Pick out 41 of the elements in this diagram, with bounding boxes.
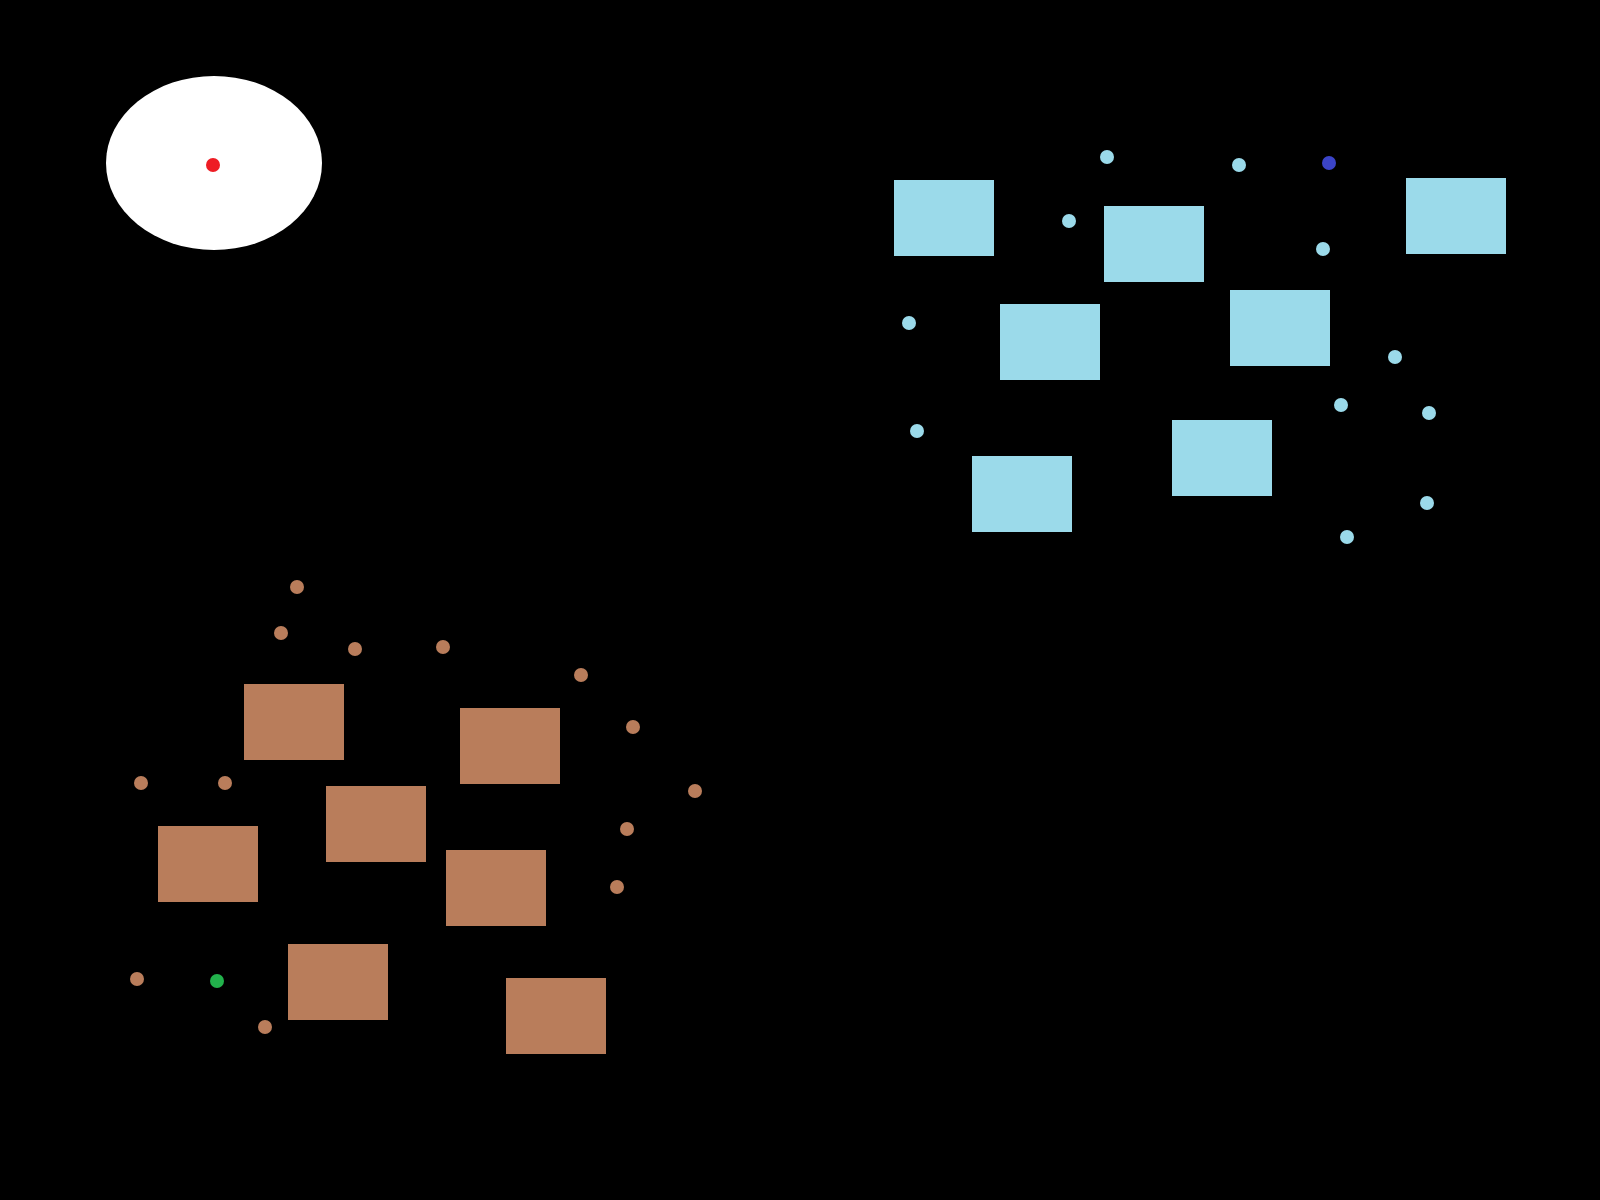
rectangle-block xyxy=(446,850,546,926)
dot-marker xyxy=(1340,530,1354,544)
dot-marker xyxy=(1388,350,1402,364)
dot-marker xyxy=(610,880,624,894)
dot-marker xyxy=(436,640,450,654)
dot-marker xyxy=(134,776,148,790)
rectangle-block xyxy=(460,708,560,784)
rectangle-block xyxy=(1406,178,1506,254)
rectangle-block xyxy=(288,944,388,1020)
dot-marker xyxy=(210,974,224,988)
dot-marker xyxy=(1100,150,1114,164)
dot-marker xyxy=(620,822,634,836)
rectangle-block xyxy=(506,978,606,1054)
dot-marker xyxy=(206,158,220,172)
rectangle-block xyxy=(1230,290,1330,366)
dot-marker xyxy=(130,972,144,986)
dot-marker xyxy=(1062,214,1076,228)
rectangle-block xyxy=(894,180,994,256)
rectangle-block xyxy=(158,826,258,902)
rectangle-block xyxy=(972,456,1072,532)
dot-marker xyxy=(1322,156,1336,170)
rectangle-block xyxy=(326,786,426,862)
dot-marker xyxy=(1316,242,1330,256)
dot-marker xyxy=(1422,406,1436,420)
dot-marker xyxy=(348,642,362,656)
dot-marker xyxy=(1420,496,1434,510)
dot-marker xyxy=(688,784,702,798)
dot-marker xyxy=(1334,398,1348,412)
rectangle-block xyxy=(1104,206,1204,282)
rectangle-block xyxy=(1172,420,1272,496)
dot-marker xyxy=(258,1020,272,1034)
dot-marker xyxy=(910,424,924,438)
dot-marker xyxy=(626,720,640,734)
dot-marker xyxy=(274,626,288,640)
dot-marker xyxy=(218,776,232,790)
dot-marker xyxy=(574,668,588,682)
dot-marker xyxy=(1232,158,1246,172)
rectangle-block xyxy=(244,684,344,760)
dot-marker xyxy=(902,316,916,330)
rectangle-block xyxy=(1000,304,1100,380)
dot-marker xyxy=(290,580,304,594)
